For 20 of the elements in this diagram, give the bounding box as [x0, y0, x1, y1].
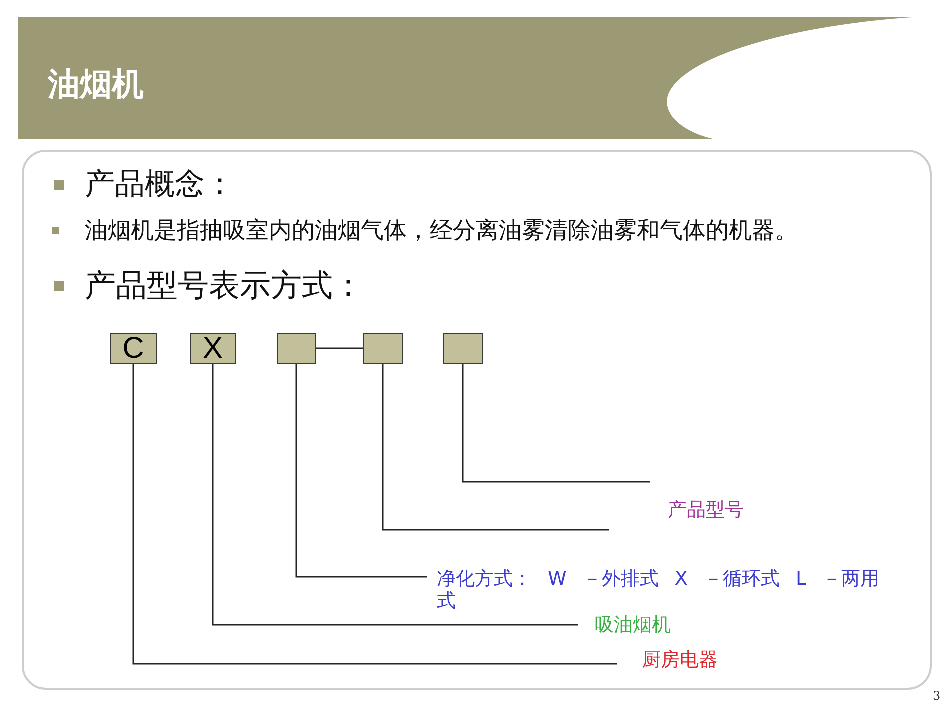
bullet-text: 油烟机是指抽吸室内的油烟气体，经分离油雾清除油雾和气体的机器。	[85, 217, 798, 246]
code-meaning-label: 厨房电器	[642, 649, 718, 671]
leader-line	[382, 364, 609, 531]
code-meaning-label: 吸油烟机	[595, 614, 671, 636]
code-box	[277, 333, 316, 364]
code-box: X	[190, 333, 236, 364]
leader-line	[462, 364, 650, 483]
bullet-text: 产品型号表示方式：	[85, 267, 364, 306]
code-box	[443, 333, 483, 364]
code-box	[363, 333, 403, 364]
code-box: C	[110, 333, 157, 364]
bullet-text: 产品概念：	[85, 166, 235, 204]
page-number: 3	[933, 689, 941, 705]
leader-line	[132, 364, 617, 665]
connector-line	[316, 348, 363, 350]
code-meaning-label: 净化方式： W －外排式 X －循环式 L －两用式	[437, 568, 885, 612]
slide-title: 油烟机	[48, 64, 144, 105]
code-meaning-label: 产品型号	[668, 499, 744, 521]
leader-line	[296, 364, 427, 578]
leader-line	[212, 364, 578, 626]
